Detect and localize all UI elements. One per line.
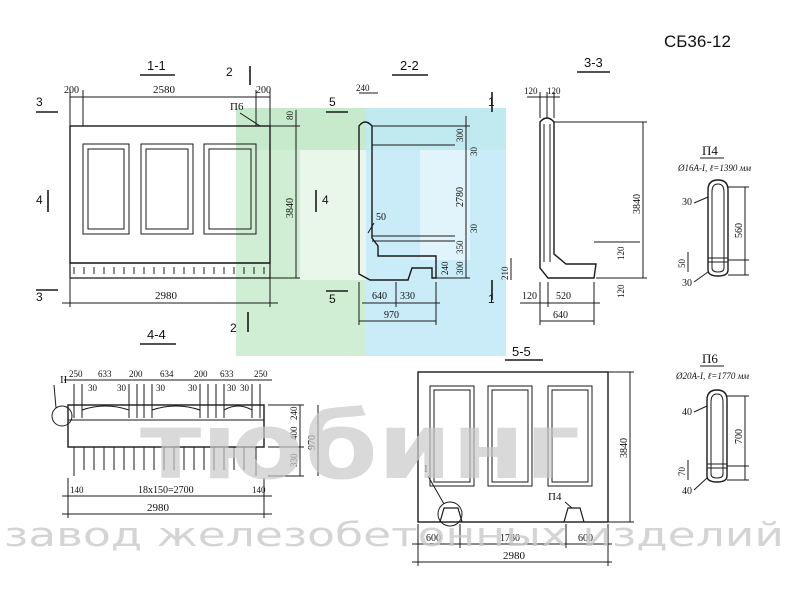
dimension-label: 970 [384, 310, 399, 321]
dimension-label: 50 [677, 259, 687, 269]
section-label: 5-5 [512, 344, 531, 359]
loop-spec: Ø20А-I, ℓ=1770 мм [675, 371, 749, 381]
dimension-label: 240 [440, 261, 450, 275]
dimension-label: 300 [455, 128, 465, 142]
dimension-label: 120 [524, 86, 538, 96]
dimension-label: 4 [322, 193, 329, 207]
dimension-label: 40 [682, 407, 692, 418]
dimension-label: 30 [240, 383, 250, 393]
dimension-label: 40 [682, 486, 692, 497]
dimension-label: 3840 [632, 194, 643, 214]
dimension-label: 30 [682, 197, 692, 208]
dimension-label: 2780 [455, 187, 466, 207]
dimension-label: 18x150=2700 [138, 485, 194, 496]
dimension-label: 600 [578, 533, 593, 544]
dimension-label: 30 [682, 278, 692, 289]
dimension-label: 3840 [619, 438, 630, 458]
dimension-label: 400 [289, 426, 299, 440]
dimension-label: 2 [226, 65, 233, 79]
dimension-label: 30 [188, 383, 198, 393]
dimension-label: 634 [160, 369, 174, 379]
dimension-label: 3 [36, 290, 43, 304]
dimension-label: 4 [36, 193, 43, 207]
loop-name: П4 [702, 143, 718, 158]
dimension-label: 5 [329, 292, 336, 306]
dimension-label: 2580 [153, 84, 176, 96]
dimension-label: 330 [289, 453, 299, 467]
section-label: 2-2 [400, 58, 419, 73]
dimension-label: 633 [98, 369, 112, 379]
dimension-label: 30 [227, 383, 237, 393]
loop-detail-p4: П4 Ø16А-I, ℓ=1390 мм 560 30 50 30 [677, 143, 751, 289]
dimension-label: 200 [129, 369, 143, 379]
dimension-label: II [60, 374, 68, 386]
dimension-label: 200 [256, 85, 271, 96]
dimension-label: 120 [522, 291, 537, 302]
section-label: 3-3 [584, 55, 603, 70]
dimension-label: 210 [500, 266, 510, 280]
section-4-4: 4-4 250 [51, 327, 319, 518]
dimension-label: 350 [455, 240, 465, 254]
dimension-label: 140 [252, 485, 266, 495]
dimension-label: 633 [220, 369, 234, 379]
loop-name: П6 [702, 351, 718, 366]
loop-detail-p6: П6 Ø20А-I, ℓ=1770 мм 700 40 70 40 [675, 351, 749, 497]
dimension-label: 50 [376, 212, 386, 223]
dimension-label: 30 [469, 147, 479, 157]
ribs [73, 384, 261, 418]
loop-spec: Ø16А-I, ℓ=1390 мм [677, 163, 751, 173]
dimension-label: 600 [426, 533, 441, 544]
section-2-2: 2-2 240 300 30 2780 30 350 240 300 50 64… [326, 58, 495, 325]
dimension-label: 330 [400, 291, 415, 302]
dimension-label: 250 [69, 369, 83, 379]
dimension-label: 240 [289, 406, 299, 420]
dimension-label: 120 [547, 86, 561, 96]
node-callout-i [437, 501, 463, 527]
dimension-label: 1780 [500, 533, 520, 544]
dimension-label: 520 [556, 291, 571, 302]
dimension-label: 240 [356, 83, 370, 93]
dimension-label: 560 [734, 223, 745, 238]
dimension-label: 140 [70, 485, 84, 495]
section-5-5: 5-5 I П4 3840 600 1780 600 2980 [412, 344, 634, 566]
dimension-label: 3840 [285, 198, 296, 218]
dimension-label: 30 [469, 224, 479, 234]
watermark-brand: тюбинг [140, 393, 580, 500]
dimension-label: 70 [677, 467, 687, 477]
section-label: 4-4 [147, 327, 166, 342]
dimension-label: 200 [64, 85, 79, 96]
dimension-label: 300 [455, 261, 465, 275]
section-3-3: 3-3 120 120 3840 120 120 210 120 520 640 [500, 55, 647, 325]
dimension-label: 970 [307, 435, 318, 450]
dimension-label: 30 [88, 383, 98, 393]
dimension-label: 2980 [147, 502, 170, 514]
section-label: 1-1 [147, 58, 166, 73]
section-1-1: 1-1 200 2580 200 [36, 58, 329, 335]
watermark-logo [236, 108, 506, 356]
dimension-label: 700 [734, 429, 745, 444]
drawing-title: СБ36-12 [664, 32, 731, 51]
dimension-label: I [424, 463, 428, 475]
rebar-ticks [73, 267, 265, 274]
dimension-label: 200 [194, 369, 208, 379]
dimension-label: 2 [230, 321, 237, 335]
dimension-label: 640 [372, 291, 387, 302]
dimension-label: 2980 [155, 290, 178, 302]
marker-p6: П6 [230, 101, 244, 113]
node-callout-ii [51, 405, 73, 427]
dimension-label: 3 [36, 95, 43, 109]
dimension-label: 120 [616, 246, 626, 260]
dimension-label: 5 [329, 95, 336, 109]
dimension-label: П4 [548, 491, 562, 503]
dimension-label: 30 [117, 383, 127, 393]
dimension-label: 80 [285, 111, 295, 121]
anchor-bars [73, 447, 257, 476]
dimension-label: 30 [156, 383, 166, 393]
dimension-label: 640 [553, 310, 568, 321]
dimension-label: 250 [254, 369, 268, 379]
dimension-label: 2980 [503, 550, 526, 562]
dimension-label: 120 [616, 284, 626, 298]
watermark-tagline: завод железобетонных изделий [4, 515, 784, 554]
